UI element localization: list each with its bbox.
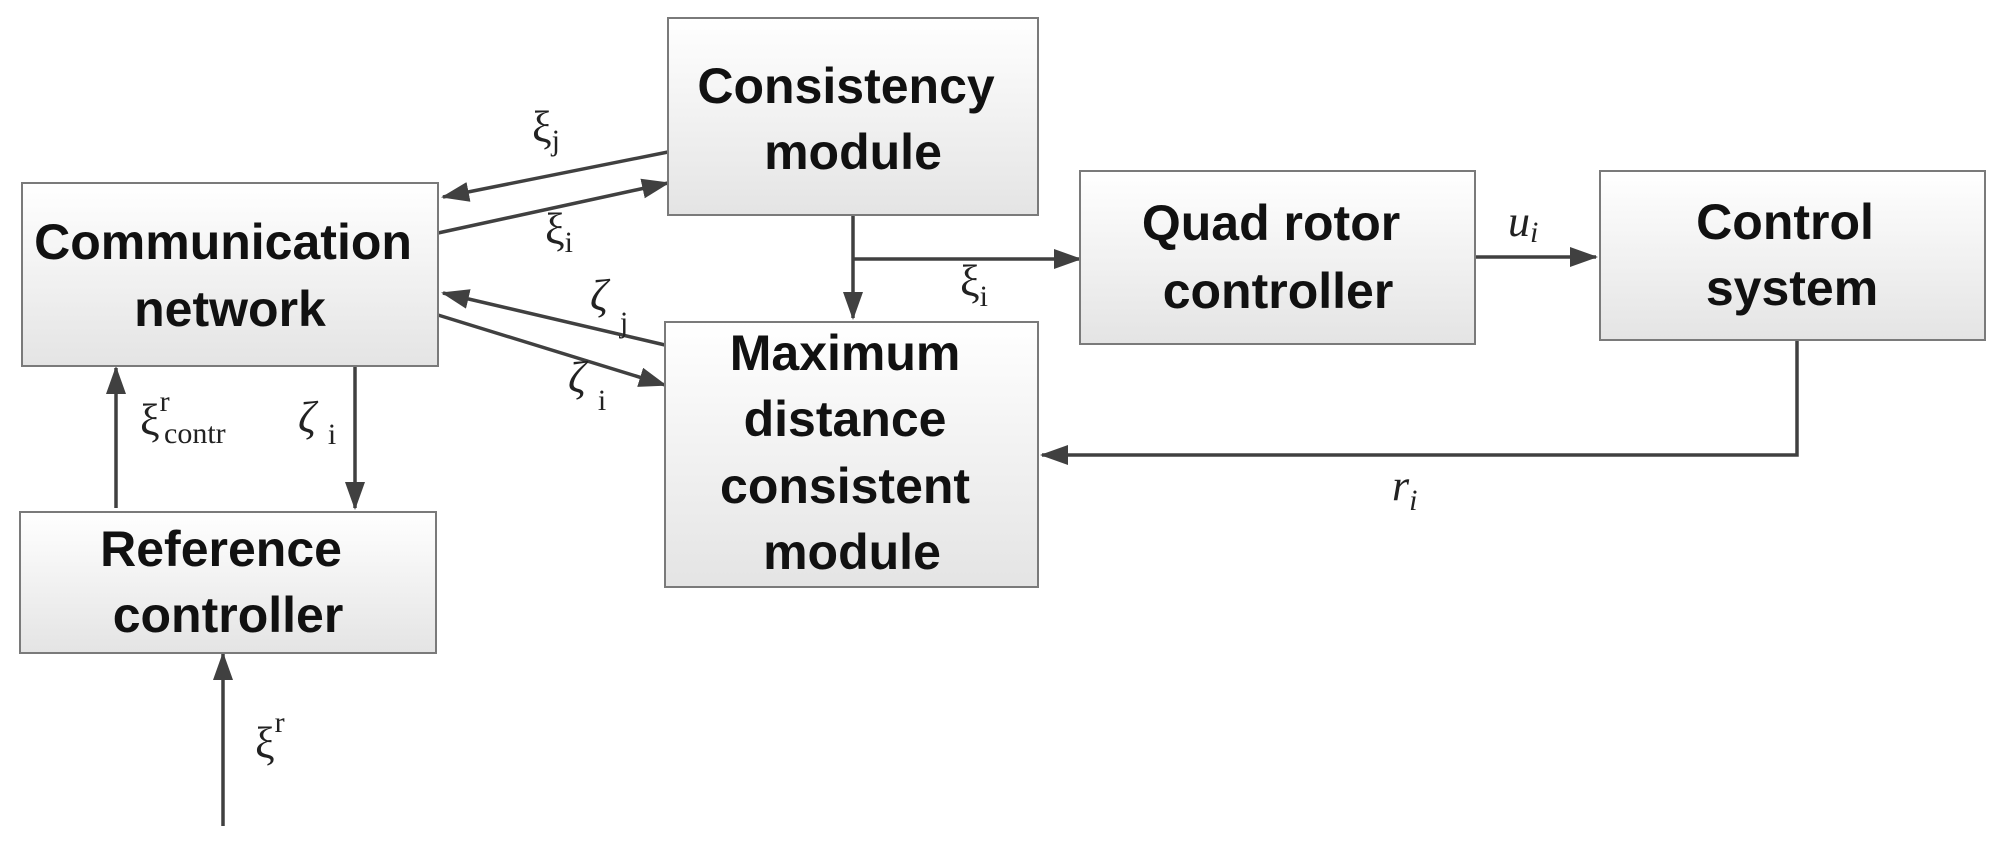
block-maximum-distance-consistent-module: Maximum distance consistent module [664,321,1039,588]
edge-max-to-communication [441,289,666,347]
edge-communication-to-max [437,313,667,387]
signal-label-r-i: ri [1392,461,1417,517]
edge-consistency-to-communication [441,150,669,202]
block-communication-network: Communication network [21,182,439,367]
block-label: Reference controller [100,521,356,643]
block-label: Maximum distance consistent module [720,325,984,580]
block-label: Consistency module [697,58,1008,180]
signal-label-xi-j: ξj [532,103,560,157]
edge-control-system-to-max [1040,340,1799,465]
block-label: Control system [1696,194,1888,316]
block-quad-rotor-controller: Quad rotor controller [1079,170,1476,345]
block-reference-controller: Reference controller [19,511,437,654]
block-control-system: Control system [1599,170,1986,341]
block-label: Communication network [34,214,426,337]
signal-label-xi-i-lower: ξi [960,257,988,313]
block-label: Quad rotor controller [1142,195,1414,319]
signal-label-xi-i-upper: ξi [545,205,573,259]
edge-communication-to-consistency [437,178,670,235]
signal-label-xi-r: ξr [255,706,285,768]
signal-label-u-i: ui [1508,197,1538,249]
signal-label-zeta-j: ζj [590,271,628,339]
block-consistency-module: Consistency module [667,17,1039,216]
connections [106,150,1799,826]
